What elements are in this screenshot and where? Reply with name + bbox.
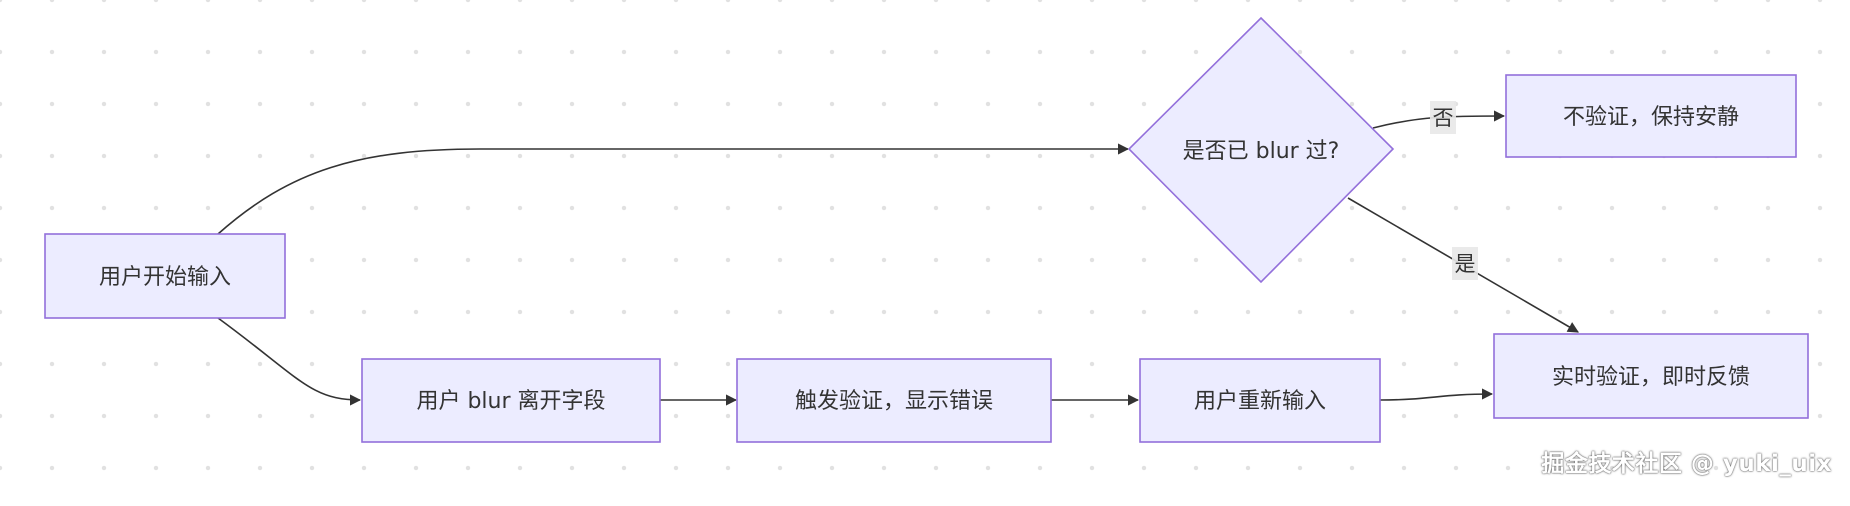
node-start[interactable]: 用户开始输入	[44, 233, 286, 319]
edge-start-to-check	[217, 143, 1130, 235]
edge-label-no: 否	[1430, 101, 1456, 134]
watermark: 掘金技术社区 @ yuki_uix	[1541, 451, 1832, 477]
edge-reinput-to-realtime	[1379, 388, 1494, 401]
edge-label-yes-text: 是	[1455, 252, 1476, 276]
node-trigger-validate-label: 触发验证，显示错误	[795, 389, 993, 414]
node-start-label: 用户开始输入	[99, 265, 231, 290]
node-re-input[interactable]: 用户重新输入	[1139, 358, 1381, 443]
node-realtime[interactable]: 实时验证，即时反馈	[1493, 333, 1809, 419]
node-blur-leave-label: 用户 blur 离开字段	[416, 389, 605, 414]
edge-label-no-text: 否	[1433, 106, 1454, 130]
edge-label-yes: 是	[1452, 247, 1478, 280]
node-re-input-label: 用户重新输入	[1194, 389, 1326, 414]
node-blur-leave[interactable]: 用户 blur 离开字段	[361, 358, 661, 443]
node-check-blur-label: 是否已 blur 过?	[1183, 139, 1340, 164]
edge-start-to-blur-leave	[217, 317, 362, 406]
node-realtime-label: 实时验证，即时反馈	[1552, 365, 1750, 390]
node-check-blur[interactable]: 是否已 blur 过?	[1127, 16, 1395, 284]
node-trigger-validate[interactable]: 触发验证，显示错误	[736, 358, 1052, 443]
node-no-validate-label: 不验证，保持安静	[1563, 105, 1739, 130]
node-no-validate[interactable]: 不验证，保持安静	[1505, 74, 1797, 158]
